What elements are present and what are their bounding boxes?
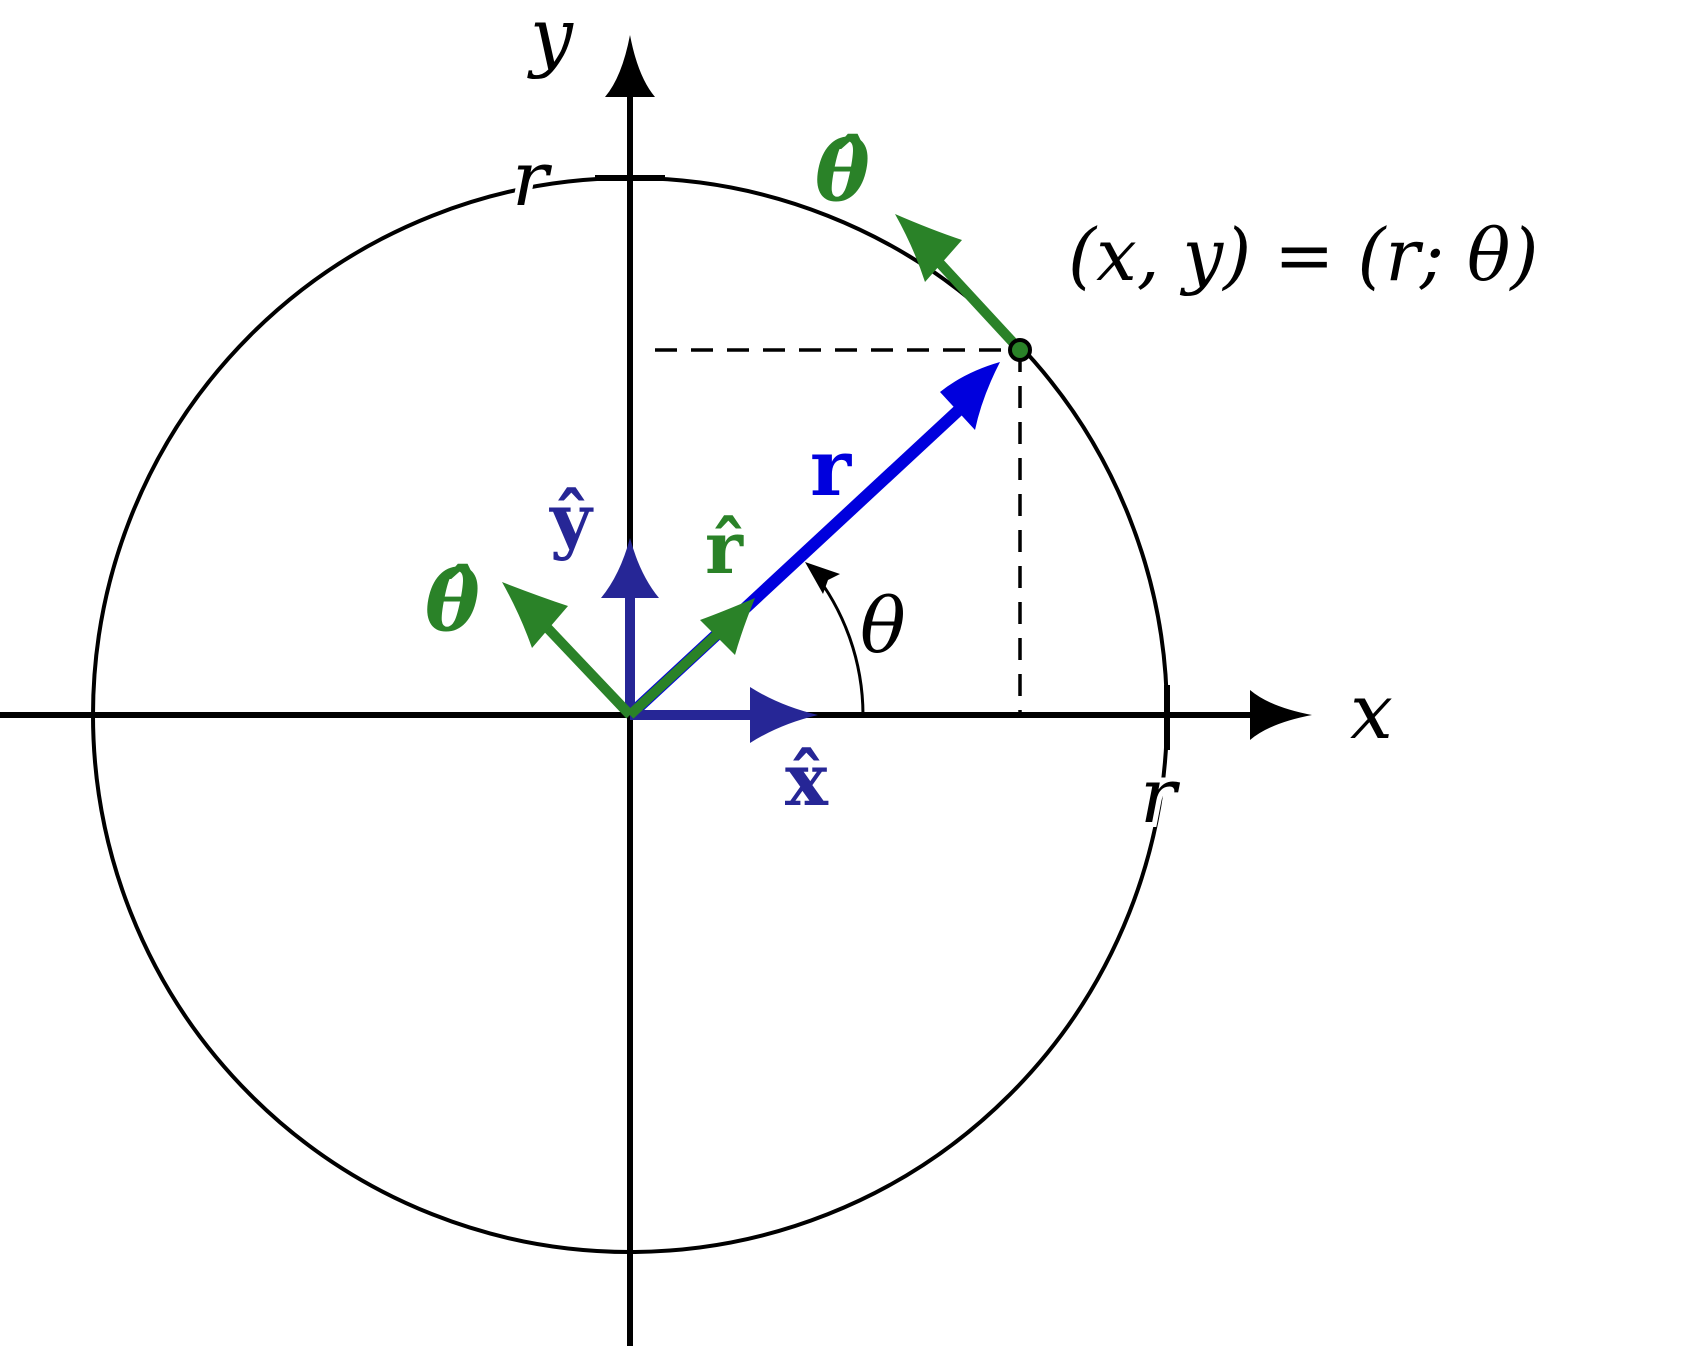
theta-angle-arrowhead (805, 562, 840, 594)
x-hat-arrowhead (750, 687, 818, 743)
r-vector-label: r (810, 423, 852, 514)
theta-hat-point-arrowhead (895, 214, 962, 282)
point-marker (1008, 338, 1032, 362)
theta-hat-origin-label: θ̂ (425, 554, 480, 650)
r-hat-label: r̂ (705, 505, 744, 590)
r-vector-arrowhead (940, 362, 1000, 430)
y-axis-label: y (527, 0, 574, 80)
r-hat-arrowhead (700, 598, 755, 655)
x-axis-arrowhead (1250, 690, 1312, 740)
r-tick-y-label: r (512, 134, 553, 223)
y-hat-arrowhead (601, 538, 659, 598)
y-hat-label: ŷ (549, 477, 594, 562)
r-hat-vector (626, 623, 729, 719)
y-axis-arrowhead (605, 35, 655, 97)
theta-angle-label: θ (860, 581, 906, 670)
r-tick-x-label: r (1140, 751, 1181, 840)
x-axis-label: x (1350, 667, 1393, 756)
point-label: (x, y) = (r; θ) (1068, 213, 1538, 297)
x-hat-label: x̂ (785, 737, 829, 822)
theta-hat-origin-vector (534, 614, 634, 719)
theta-hat-origin-arrowhead (502, 582, 568, 648)
theta-hat-point-label: θ̂ (815, 124, 870, 220)
theta-angle-arc (810, 569, 865, 716)
theta-hat-point-vector (931, 254, 1024, 354)
